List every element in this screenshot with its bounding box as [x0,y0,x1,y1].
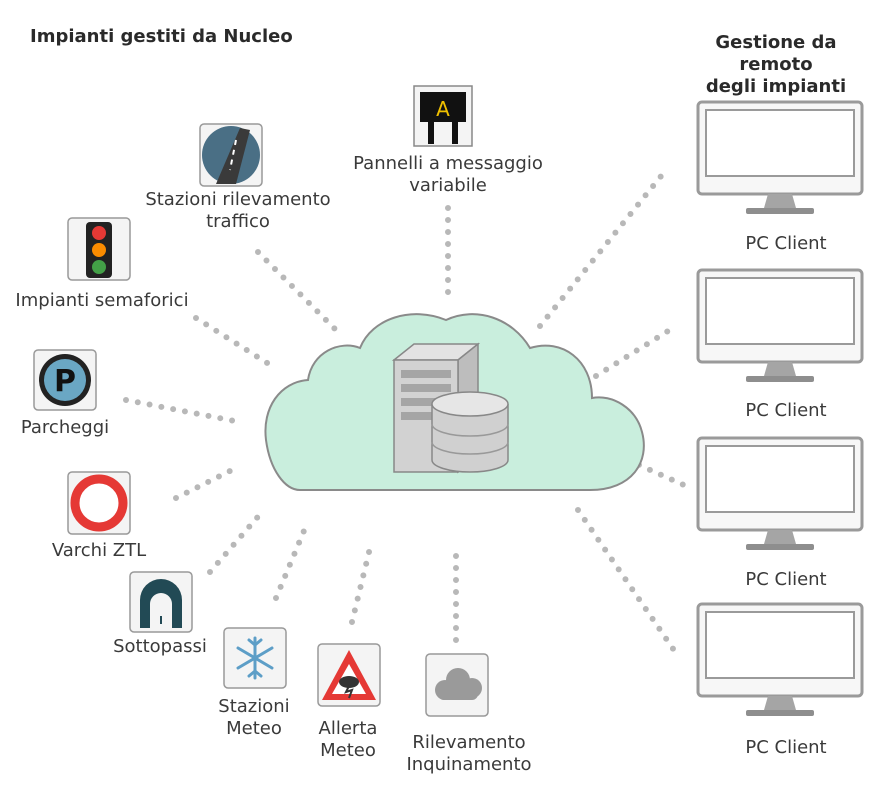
label-pannelli-line1: Pannelli a messaggio [353,153,543,174]
label-pannelli-line2: variabile [409,175,487,196]
client-monitors [696,100,864,716]
label-meteo-line2: Meteo [226,718,282,739]
label-inquinamento-line1: Rilevamento [412,732,526,753]
label-semafori-line1: Impianti semaforici [15,290,189,311]
pc-client-label-4: PC Client [745,737,827,758]
label-pannelli: Pannelli a messaggio variabile [343,153,553,197]
vms-panel-icon: A [413,85,473,147]
label-sottopassi-line1: Sottopassi [113,636,207,657]
label-traffico: Stazioni rilevamento traffico [138,189,338,233]
label-traffico-line2: traffico [206,211,270,232]
snowflake-icon [223,627,287,689]
label-allerta-line2: Meteo [320,740,376,761]
connector-client-4 [575,507,681,659]
road-icon [199,123,263,187]
tunnel-icon [129,571,193,633]
connector-client-2 [593,323,679,379]
right-header-line1: Gestione da remoto [715,32,837,75]
label-meteo: Stazioni Meteo [204,696,304,740]
ztl-sign-icon [67,471,131,535]
connector-semafori [193,315,275,369]
label-ztl-line1: Varchi ZTL [51,540,147,561]
connector-parcheggi [123,397,243,425]
pc-client-label-2: PC Client [745,400,827,421]
label-allerta-line1: Allerta [318,718,378,739]
traffic-light-icon [67,217,131,281]
connector-meteo [273,523,309,601]
pc-client-label-3: PC Client [745,569,827,590]
monitor-icon-3 [696,436,864,550]
cloud-server-icon [264,313,645,491]
connector-allerta [349,545,373,625]
label-sottopassi: Sottopassi [104,636,216,658]
parking-icon: P [33,349,97,411]
label-allerta: Allerta Meteo [300,718,396,762]
label-ztl: Varchi ZTL [44,540,154,562]
label-traffico-line1: Stazioni rilevamento [145,189,331,210]
label-parcheggi-line1: Parcheggi [20,417,110,438]
left-header: Impianti gestiti da Nucleo [30,26,293,47]
label-meteo-line1: Stazioni [218,696,290,717]
monitor-icon-1 [696,100,864,214]
right-header-line2: degli impianti [705,76,847,97]
connector-sottopassi [207,509,265,575]
monitor-icon-4 [696,602,864,716]
label-inquinamento-line2: Inquinamento [406,754,532,775]
label-inquinamento: Rilevamento Inquinamento [394,732,544,776]
database-icon [431,391,509,473]
weather-alert-icon [317,643,381,707]
connector-ztl [173,463,243,501]
connector-client-1 [537,167,669,329]
label-semafori: Impianti semaforici [4,290,200,312]
parking-letter: P [54,364,76,399]
monitor-icon-2 [696,268,864,382]
label-parcheggi: Parcheggi [10,417,120,439]
smog-cloud-icon [425,653,489,717]
right-header: Gestione da remoto degli impianti [676,32,876,98]
vms-letter: A [436,97,450,121]
pc-client-label-1: PC Client [745,233,827,254]
connector-traffico [255,249,339,333]
